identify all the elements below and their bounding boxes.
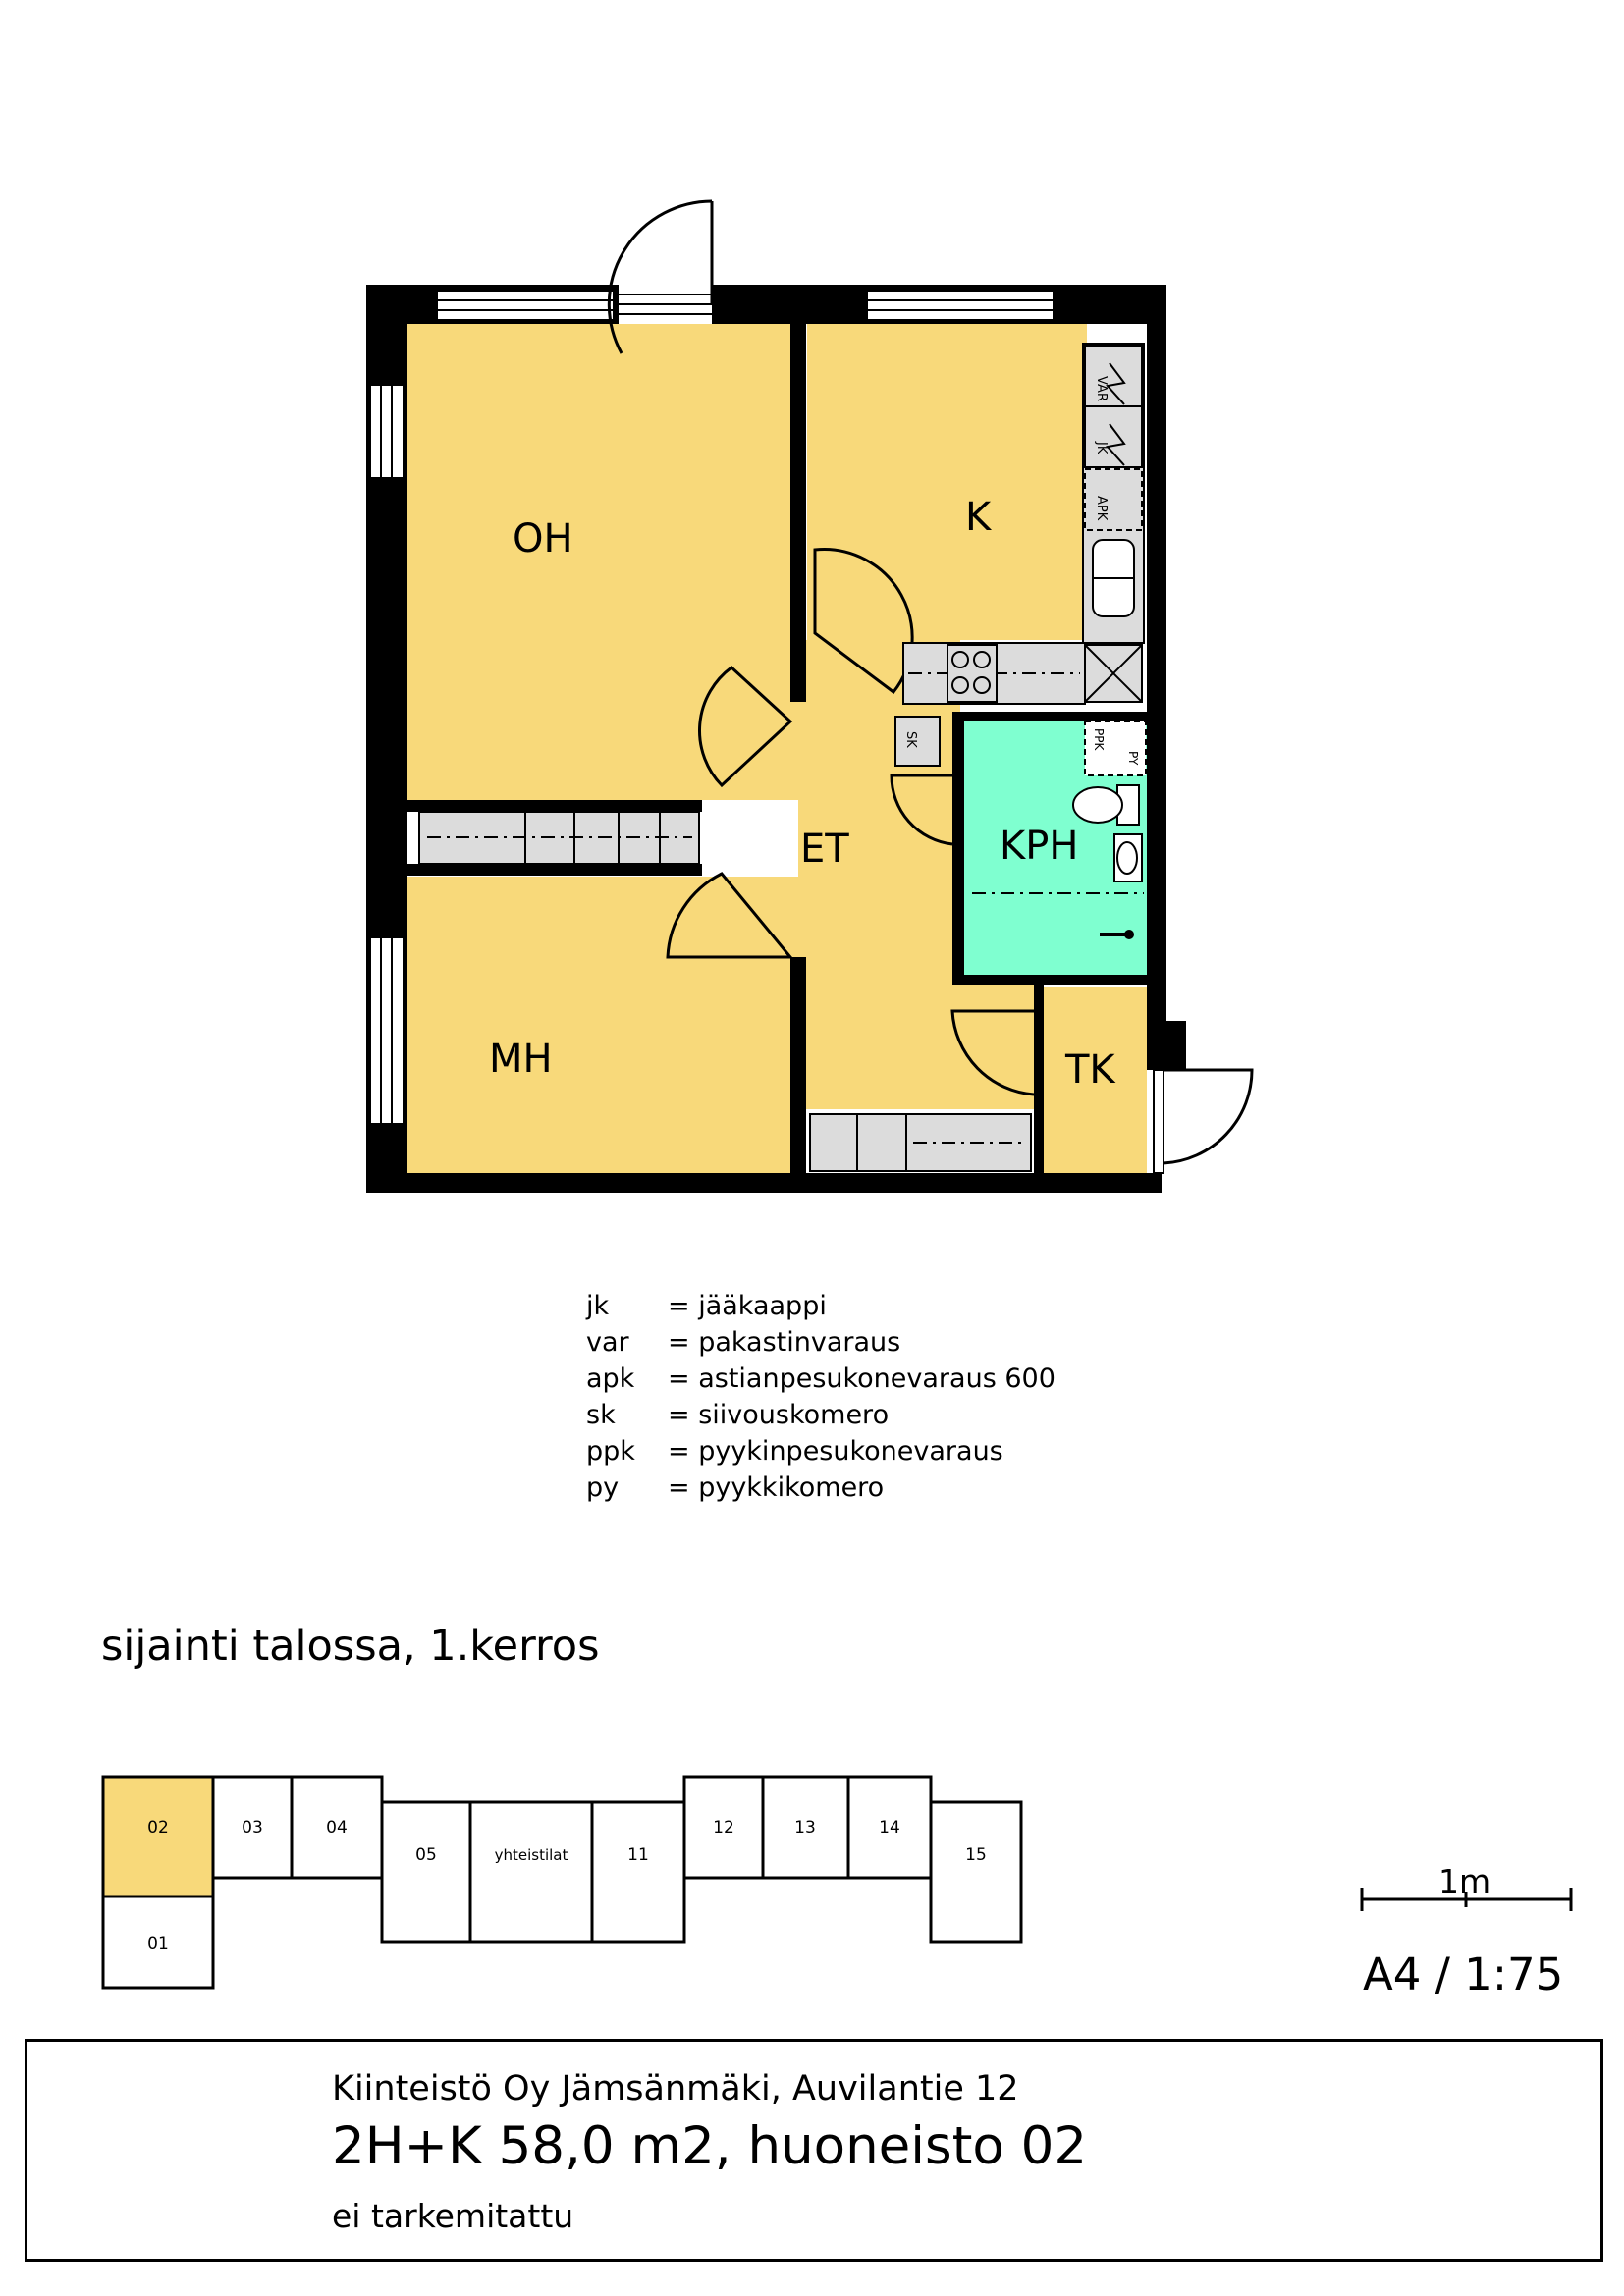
label-sk: SK [903, 731, 918, 748]
label-ppk: PPK [1092, 728, 1106, 751]
door-swing-oh [698, 666, 793, 788]
legend-abbr: apk [586, 1363, 635, 1394]
unit-label: 15 [965, 1845, 987, 1865]
unit-11-cell [590, 1800, 686, 1944]
building-location-map: 02 01 03 04 05 yhteistilat 11 12 13 14 1… [101, 1775, 1023, 1990]
legend-desc: = pyykkikomero [668, 1472, 885, 1503]
wall-oh-k [790, 324, 806, 702]
legend-desc: = pyykinpesukonevaraus [668, 1436, 1003, 1467]
apartment-title: 2H+K 58,0 m2, huoneisto 02 [332, 2116, 1088, 2176]
measurement-note: ei tarkemitattu [332, 2197, 574, 2235]
legend-abbr: jk [586, 1291, 610, 1321]
room-label-et: ET [800, 827, 849, 872]
legend-desc: = jääkaappi [668, 1291, 827, 1321]
legend-abbr: var [586, 1327, 629, 1358]
legend-desc: = pakastinvaraus [668, 1327, 901, 1358]
legend-row: jk = jääkaappi [586, 1288, 1056, 1324]
legend-row: sk = siivouskomero [586, 1397, 1056, 1433]
fridge-var [1084, 345, 1143, 407]
door-swing-tk [950, 1009, 1035, 1096]
legend-row: py = pyykkikomero [586, 1469, 1056, 1506]
title-block: Kiinteistö Oy Jämsänmäki, Auvilantie 12 … [25, 2039, 1603, 2262]
scale-bar [1360, 1888, 1573, 1911]
label-apk: APK [1094, 496, 1109, 521]
unit-label: 11 [627, 1845, 649, 1865]
entrance-door-swing [1159, 1068, 1254, 1165]
room-tk [1044, 987, 1147, 1173]
scale-ratio: A4 / 1:75 [1363, 1949, 1564, 2001]
room-label-k: K [965, 495, 993, 540]
legend-abbr: sk [586, 1400, 616, 1430]
room-label-kph: KPH [1000, 824, 1078, 869]
property-name: Kiinteistö Oy Jämsänmäki, Auvilantie 12 [332, 2069, 1019, 2109]
wall-right-stub [1147, 1021, 1186, 1070]
room-label-tk: TK [1064, 1047, 1116, 1093]
wall-kph-left [952, 712, 964, 985]
label-py: PY [1126, 751, 1140, 766]
label-var: VAR [1094, 376, 1109, 401]
wall-et-mh [790, 957, 806, 1173]
unit-04-cell [290, 1775, 384, 1880]
legend-desc: = astianpesukonevaraus 600 [668, 1363, 1056, 1394]
wall-kph-top [952, 712, 1149, 721]
window-oh-left [369, 384, 405, 479]
unit-yht-cell [468, 1800, 594, 1944]
shower-icon [1124, 930, 1134, 939]
legend-abbr: ppk [586, 1436, 635, 1467]
unit-01-cell [101, 1895, 215, 1990]
window-k-top [866, 290, 1055, 321]
unit-label: 14 [879, 1818, 900, 1838]
wall-tk-left [1034, 985, 1044, 1173]
legend-row: var = pakastinvaraus [586, 1324, 1056, 1361]
room-label-mh: MH [489, 1037, 553, 1082]
unit-label: 01 [147, 1934, 169, 1953]
floor-plan: VAR JK APK SK PPK PY OH K ET KPH MH TK [366, 199, 1254, 1193]
legend-desc: = siivouskomero [668, 1400, 890, 1430]
room-label-oh: OH [513, 516, 573, 561]
legend-abbr: py [586, 1472, 620, 1503]
unit-label: 02 [147, 1818, 169, 1838]
unit-label: 03 [242, 1818, 263, 1838]
abbreviation-legend: jk = jääkaappi var = pakastinvaraus apk = a… [586, 1288, 1056, 1506]
unit-label: 04 [326, 1818, 348, 1838]
dishwasher-apk [1084, 468, 1143, 531]
door-swing-kph [890, 774, 953, 846]
unit-13-cell [761, 1775, 850, 1880]
legend-row: ppk = pyykinpesukonevaraus [586, 1433, 1056, 1469]
unit-label: 12 [713, 1818, 734, 1838]
wall-bottom [366, 1173, 1162, 1193]
unit-12-cell [682, 1775, 765, 1880]
unit-05-cell [380, 1800, 472, 1944]
wall-oh-mh [407, 800, 702, 812]
washer-ppk [1084, 721, 1147, 776]
unit-label: yhteistilat [495, 1846, 568, 1864]
wall-kph-bottom [952, 975, 1149, 985]
legend-row: apk = astianpesukonevaraus 600 [586, 1361, 1056, 1397]
unit-14-cell [846, 1775, 933, 1880]
closet-sk [894, 716, 941, 767]
unit-label: 05 [415, 1845, 437, 1865]
window-mh-left [369, 936, 405, 1125]
room-et-lower [798, 982, 1044, 1109]
fridge-jk [1084, 405, 1143, 468]
door-swing-mh [666, 872, 794, 959]
unit-label: 13 [794, 1818, 816, 1838]
balcony-door-swing [607, 199, 714, 354]
label-jk: JK [1094, 441, 1109, 454]
wall-right [1147, 285, 1166, 1031]
unit-15-cell [929, 1800, 1023, 1944]
location-title: sijainti talossa, 1.kerros [101, 1622, 600, 1671]
window-oh-top [436, 290, 615, 321]
